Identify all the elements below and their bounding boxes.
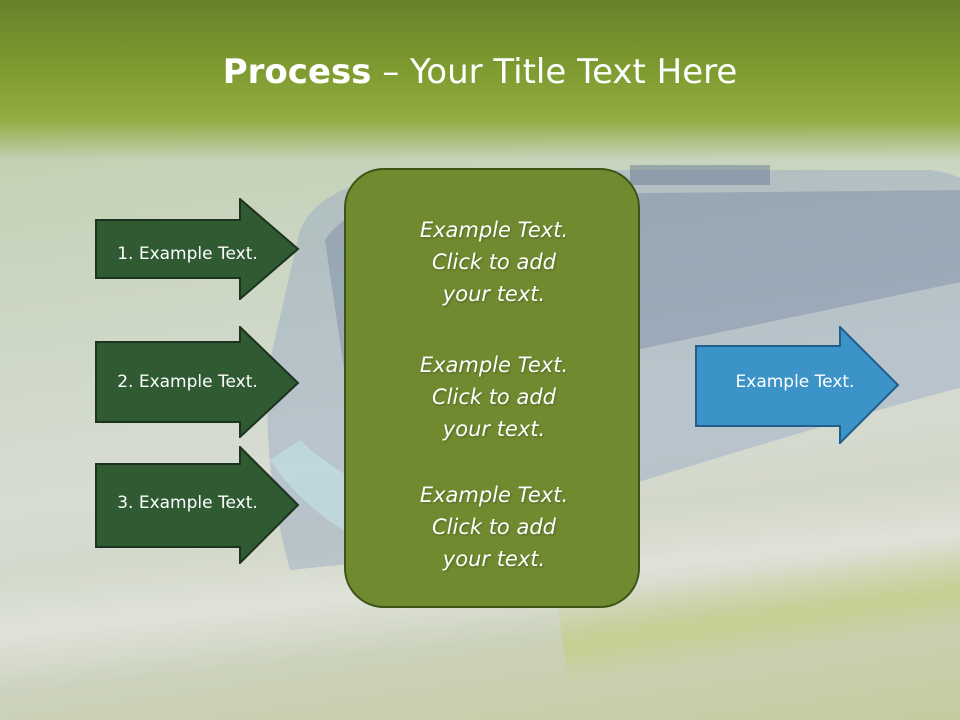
- paragraph-line: Click to add: [431, 385, 556, 409]
- process-arrow-label: 2. Example Text.: [117, 372, 258, 392]
- title-bold: Process: [222, 52, 372, 92]
- result-arrow[interactable]: Example Text.: [695, 326, 900, 444]
- arrow-right-shape-icon: [95, 326, 300, 438]
- center-text-box[interactable]: Example Text. Click to add your text. Ex…: [344, 168, 640, 608]
- process-arrow-label: 1. Example Text.: [117, 244, 258, 264]
- paragraph-line: Click to add: [431, 250, 556, 274]
- center-paragraph-1: Example Text. Click to add your text.: [346, 214, 642, 310]
- center-paragraph-3: Example Text. Click to add your text.: [346, 479, 642, 575]
- paragraph-line: Click to add: [431, 515, 556, 539]
- title-rest: – Your Title Text Here: [371, 52, 738, 92]
- paragraph-line: Example Text.: [419, 353, 569, 377]
- process-arrow-1[interactable]: 1. Example Text.: [95, 198, 300, 300]
- process-arrow-label: 3. Example Text.: [117, 493, 258, 513]
- paragraph-line: your text.: [442, 282, 546, 306]
- process-arrow-2[interactable]: 2. Example Text.: [95, 326, 300, 438]
- paragraph-line: Example Text.: [419, 218, 569, 242]
- paragraph-line: Example Text.: [419, 483, 569, 507]
- slide-title: Process – Your Title Text Here: [0, 52, 960, 92]
- paragraph-line: your text.: [442, 417, 546, 441]
- title-band: [0, 0, 960, 160]
- process-arrow-3[interactable]: 3. Example Text.: [95, 446, 300, 564]
- result-arrow-label: Example Text.: [735, 372, 855, 392]
- arrow-right-shape-icon: [95, 446, 300, 564]
- center-paragraph-2: Example Text. Click to add your text.: [346, 349, 642, 445]
- arrow-right-shape-icon: [95, 198, 300, 300]
- arrow-right-shape-icon: [695, 326, 900, 444]
- paragraph-line: your text.: [442, 547, 546, 571]
